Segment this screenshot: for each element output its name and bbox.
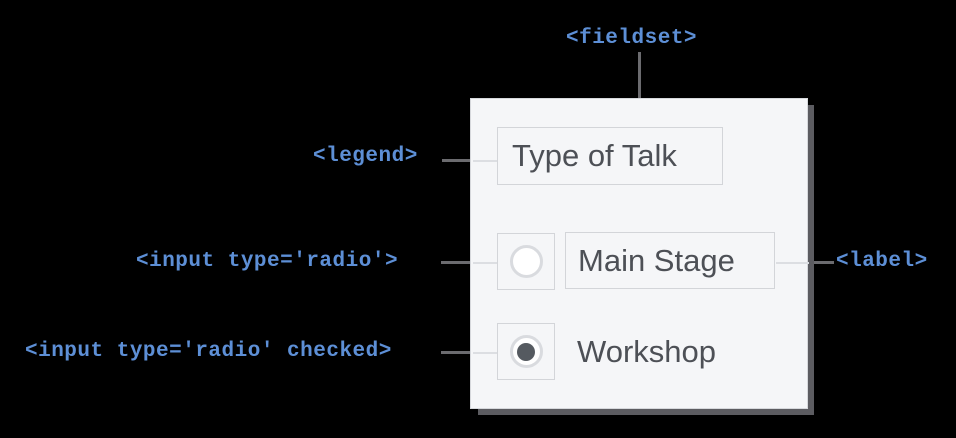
- leader-line-radio-inner: [473, 262, 499, 264]
- leader-line-label: [812, 261, 834, 264]
- legend-box: Type of Talk: [497, 127, 723, 185]
- leader-line-label-inner: [776, 262, 809, 264]
- annotation-legend: <legend>: [313, 145, 418, 168]
- annotation-label: <label>: [836, 250, 928, 273]
- leader-line-radio-checked-inner: [473, 352, 499, 354]
- radio-input-workshop[interactable]: [497, 323, 555, 380]
- leader-line-fieldset: [638, 52, 641, 99]
- leader-line-legend-inner: [473, 160, 499, 162]
- annotation-fieldset: <fieldset>: [566, 27, 698, 50]
- radio-circle-icon: [509, 245, 543, 278]
- label-workshop-text: Workshop: [577, 334, 716, 369]
- label-workshop[interactable]: Workshop: [577, 331, 716, 373]
- radio-input-main-stage[interactable]: [497, 233, 555, 290]
- radio-dot-icon: [517, 342, 535, 361]
- label-main-stage[interactable]: Main Stage: [565, 232, 775, 289]
- label-main-stage-text: Main Stage: [578, 242, 735, 278]
- legend-text: Type of Talk: [512, 138, 677, 173]
- annotation-radio-input: <input type='radio'>: [136, 250, 399, 273]
- annotation-radio-input-checked: <input type='radio' checked>: [25, 340, 392, 363]
- radio-circle-checked-icon: [509, 335, 543, 368]
